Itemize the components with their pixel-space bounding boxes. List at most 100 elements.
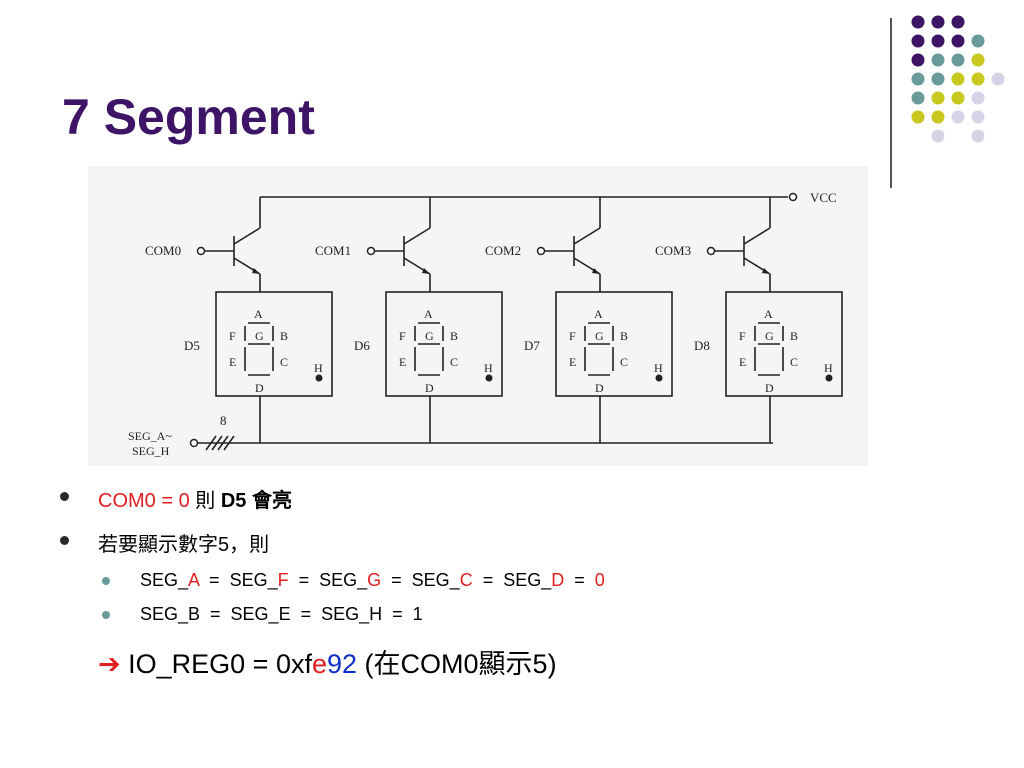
- decorative-dot: [931, 129, 945, 143]
- segment-letter-d: D: [595, 381, 604, 395]
- decimal-point: [315, 374, 323, 382]
- bullet-text: SEG_B = SEG_E = SEG_H = 1: [140, 604, 423, 624]
- decorative-dot: [971, 110, 985, 124]
- com-label: COM2: [485, 243, 521, 258]
- vcc-label: VCC: [810, 190, 837, 205]
- segment-letter-c: C: [620, 355, 628, 369]
- decorative-dot: [911, 34, 925, 48]
- slide-title: 7 Segment: [62, 89, 315, 145]
- decorative-divider: [890, 18, 892, 188]
- segment-letter-a: A: [764, 307, 773, 321]
- bullet-text: SEG_A = SEG_F = SEG_G = SEG_C = SEG_D = …: [140, 570, 605, 590]
- decorative-dot: [951, 72, 965, 86]
- decorative-dot: [931, 34, 945, 48]
- decorative-dot: [951, 53, 965, 67]
- decorative-dot: [931, 53, 945, 67]
- segment-letter-h: H: [484, 361, 493, 375]
- decorative-dot: [971, 72, 985, 86]
- bus-terminal: [189, 438, 199, 448]
- d5-text: D5: [220, 490, 247, 512]
- segment-letter-b: B: [450, 329, 458, 343]
- segment-letter-d: D: [765, 381, 774, 395]
- decorative-dot: [971, 34, 985, 48]
- decorative-dot: [931, 15, 945, 29]
- decorative-dot: [931, 91, 945, 105]
- com-label: COM3: [655, 243, 691, 258]
- decorative-dot: [951, 110, 965, 124]
- segment-letter-g: G: [765, 329, 774, 343]
- segment-letter-f: F: [569, 329, 576, 343]
- segment-letter-g: G: [255, 329, 264, 343]
- segment-letter-h: H: [314, 361, 323, 375]
- decorative-dot: [911, 53, 925, 67]
- segment-letter-e: E: [229, 355, 236, 369]
- com-label: COM0: [145, 243, 181, 258]
- decorative-dot: [971, 129, 985, 143]
- decorative-dot: [991, 72, 1005, 86]
- segment-letter-a: A: [254, 307, 263, 321]
- com0-value: = 0: [155, 490, 190, 512]
- digit-driver-0: COM0 D5 A F G B E C D H: [145, 202, 333, 443]
- segment-letter-e: E: [739, 355, 746, 369]
- segment-letter-c: C: [450, 355, 458, 369]
- decorative-dot: [951, 15, 965, 29]
- segment-letter-h: H: [654, 361, 663, 375]
- digit-driver-1: COM1 D6 A F G B E C D H: [315, 202, 503, 443]
- seven-segment-circuit-diagram: VCC 8 SEG_A~ SEG_H COM0 D5 A F G B: [88, 166, 868, 466]
- lit-text: 會亮: [246, 490, 292, 512]
- then-text: 則: [189, 490, 221, 512]
- segment-letter-d: D: [425, 381, 434, 395]
- bullet-text: 若要顯示數字5，則: [98, 534, 270, 556]
- bullet-dot: [102, 611, 110, 619]
- segment-letter-g: G: [595, 329, 604, 343]
- decorative-dot: [911, 72, 925, 86]
- decimal-point: [485, 374, 493, 382]
- decorative-dot: [951, 34, 965, 48]
- segment-letter-b: B: [620, 329, 628, 343]
- digit-label: D8: [694, 338, 710, 353]
- segment-letter-e: E: [569, 355, 576, 369]
- segment-letter-a: A: [594, 307, 603, 321]
- com-label: COM1: [315, 243, 351, 258]
- segment-letter-c: C: [790, 355, 798, 369]
- decorative-dot: [931, 72, 945, 86]
- segment-letter-f: F: [399, 329, 406, 343]
- segment-letter-f: F: [739, 329, 746, 343]
- segment-letter-h: H: [824, 361, 833, 375]
- segment-letter-b: B: [790, 329, 798, 343]
- decorative-dot: [911, 91, 925, 105]
- bullet-text: ➔ IO_REG0 = 0xfe92 (在COM0顯示5): [98, 649, 557, 679]
- digit-label: D7: [524, 338, 540, 353]
- bullet-dot: [60, 536, 69, 545]
- right-arrow-icon: ➔: [98, 649, 121, 679]
- bus-width-label: 8: [220, 413, 227, 428]
- bullet-dot: [60, 492, 69, 501]
- bus-label-line2: SEG_H: [132, 444, 170, 458]
- decorative-dot: [971, 53, 985, 67]
- bullet-display-five: 若要顯示數字5，則: [60, 528, 269, 557]
- bullet-dot: [102, 577, 110, 585]
- segment-letter-f: F: [229, 329, 236, 343]
- decorative-dot: [911, 15, 925, 29]
- decorative-dot: [951, 91, 965, 105]
- decorative-dot: [971, 91, 985, 105]
- bus-label-line1: SEG_A~: [128, 429, 172, 443]
- bullet-text: COM0 = 0 則 D5 會亮: [98, 490, 292, 512]
- io-register-result: ➔ IO_REG0 = 0xfe92 (在COM0顯示5): [60, 642, 557, 681]
- digit-label: D6: [354, 338, 370, 353]
- bullet-com0-d5: COM0 = 0 則 D5 會亮: [60, 484, 292, 513]
- digit-label: D5: [184, 338, 200, 353]
- sub-bullet-seg-one: SEG_B = SEG_E = SEG_H = 1: [60, 604, 423, 625]
- segment-letter-c: C: [280, 355, 288, 369]
- decorative-dot: [911, 110, 925, 124]
- segment-letter-g: G: [425, 329, 434, 343]
- decimal-point: [655, 374, 663, 382]
- segment-letter-d: D: [255, 381, 264, 395]
- segment-letter-a: A: [424, 307, 433, 321]
- digit-driver-3: COM3 D8 A F G B E C D H: [655, 202, 843, 443]
- decorative-dot: [931, 110, 945, 124]
- segment-letter-b: B: [280, 329, 288, 343]
- digit-driver-2: COM2 D7 A F G B E C D H: [485, 202, 673, 443]
- decimal-point: [825, 374, 833, 382]
- sub-bullet-seg-zero: SEG_A = SEG_F = SEG_G = SEG_C = SEG_D = …: [60, 570, 605, 591]
